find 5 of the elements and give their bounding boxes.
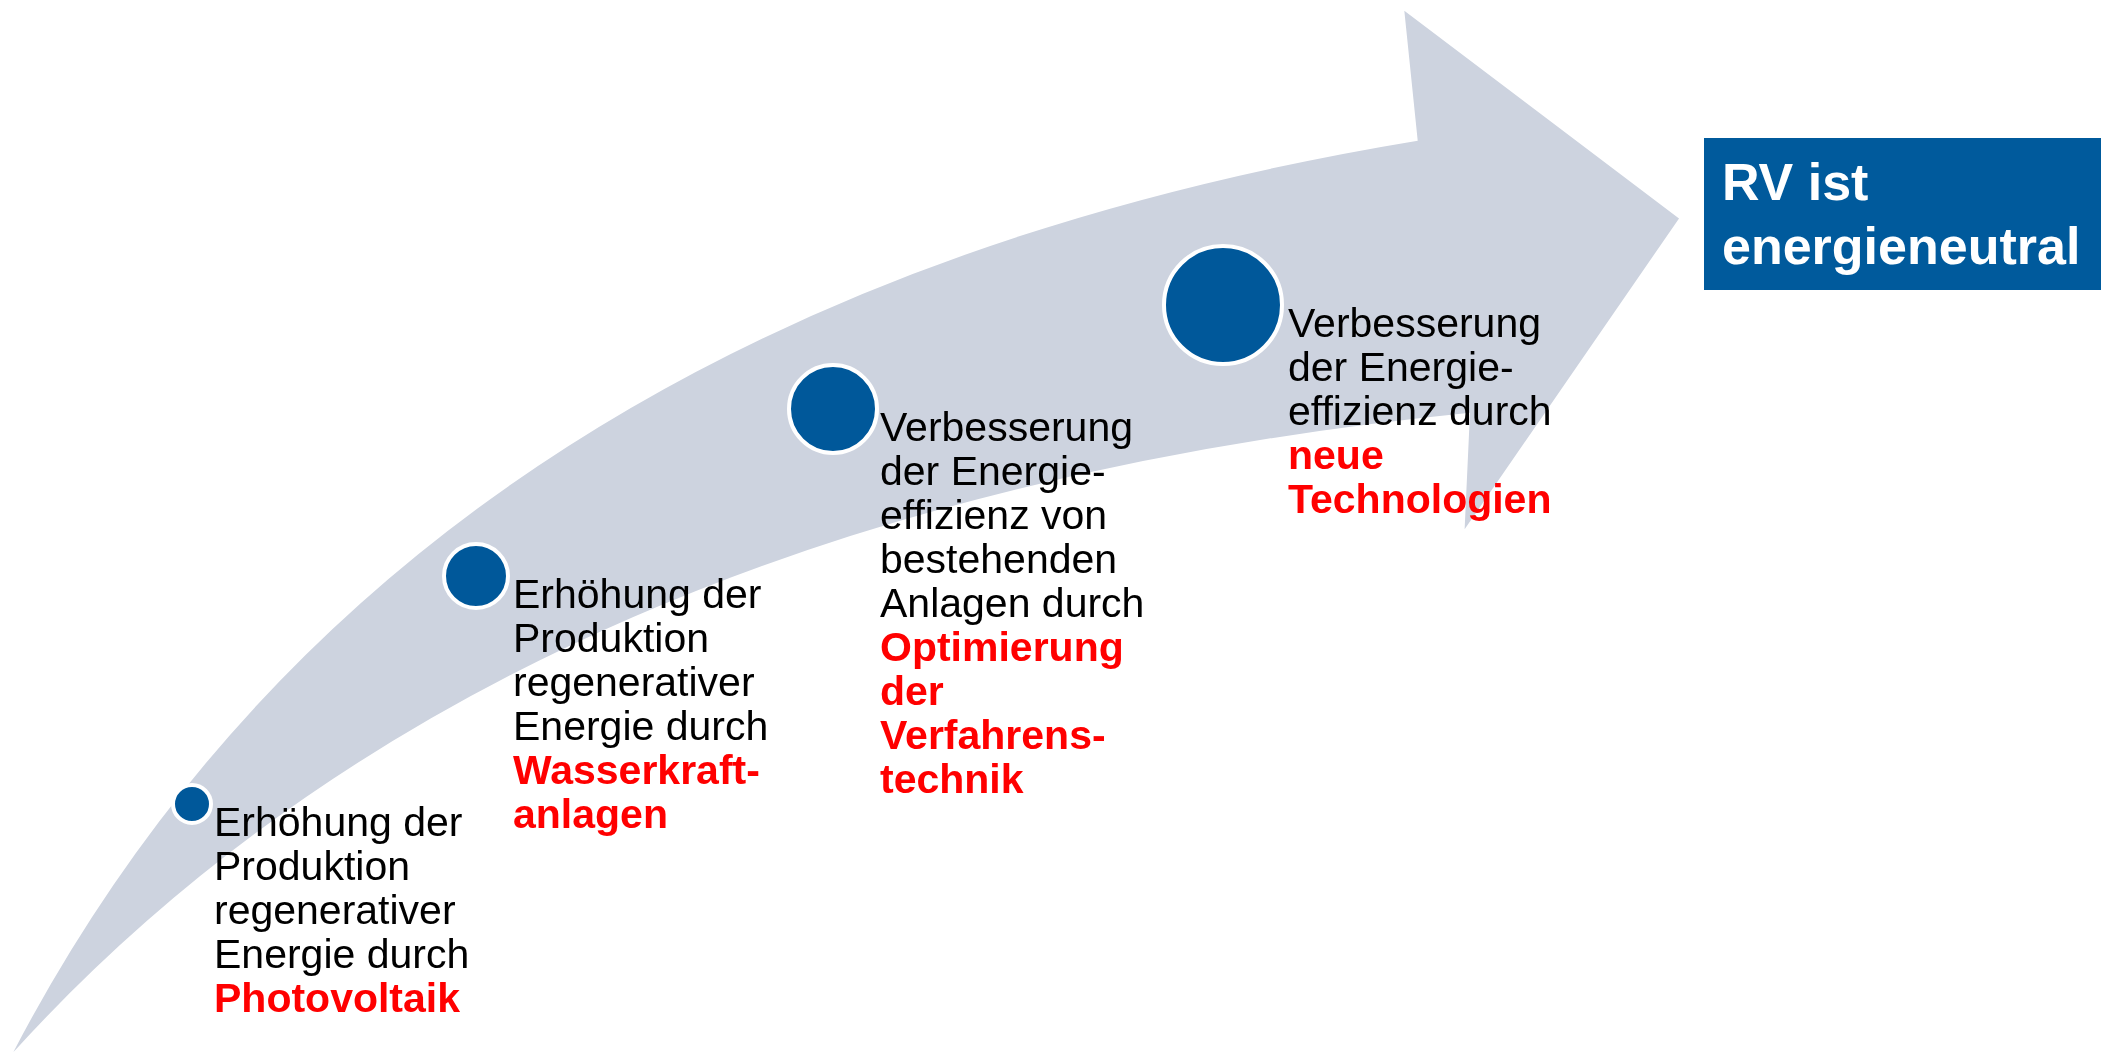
- goal-box: RV ist energieneutral: [1704, 138, 2101, 290]
- step-text: Erhöhung der Produktion regenerativer Energie durch Wasserkraft- anlagen: [513, 572, 798, 836]
- step-text: Erhöhung der Produktion regenerativer Energie durch Photovoltaik: [214, 800, 476, 1020]
- step-text: Verbesserung der Energie- effizienz von bestehenden Anlagen durch Optimierung der Verfahrens- technik: [880, 405, 1170, 801]
- step-text: Verbesserung der Energie- effizienz durch neue Technologien: [1288, 301, 1573, 521]
